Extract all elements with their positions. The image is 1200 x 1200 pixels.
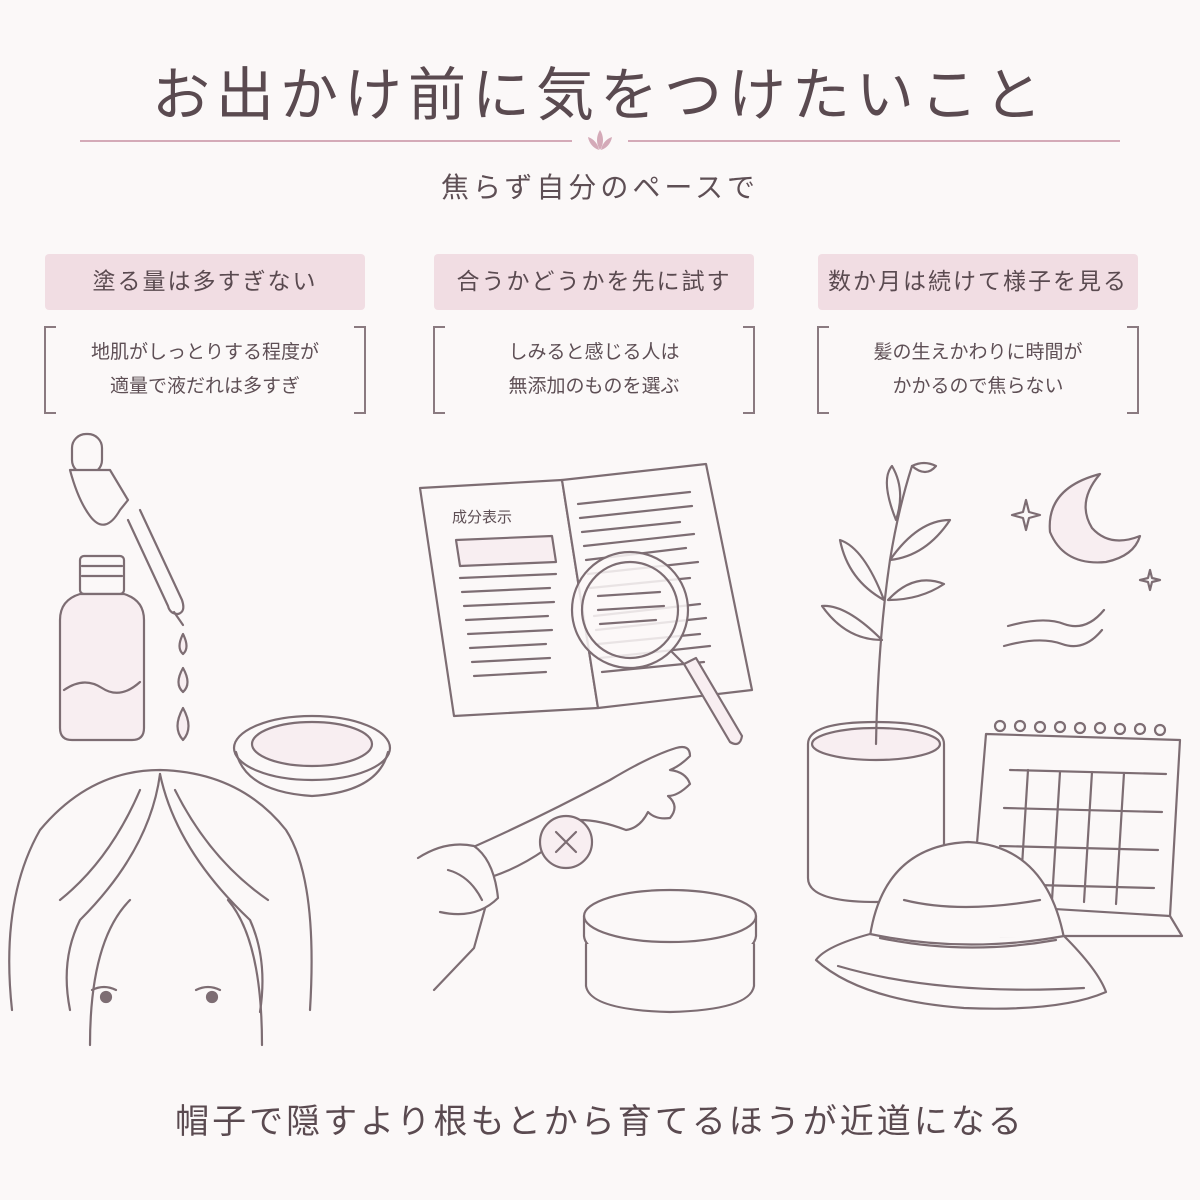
tip-note-patch-test: しみると感じる人は 無添加のものを選ぶ (433, 326, 755, 414)
dish-icon (232, 714, 392, 798)
sparkle-icon (1010, 498, 1162, 592)
tip-note-line-2: 適量で液だれは多すぎ (109, 375, 300, 397)
flower-ornament-icon (588, 130, 612, 150)
title-rule-right (628, 140, 1120, 142)
tip-note-line-1: 地肌がしっとりする程度が (90, 341, 319, 363)
bracket-left (44, 326, 56, 414)
bracket-left (433, 326, 445, 414)
bucket-hat-icon (814, 840, 1108, 1010)
moon-icon (1048, 472, 1142, 564)
page-title: お出かけ前に気をつけたいこと (151, 61, 1048, 129)
bracket-left (817, 326, 829, 414)
tip-label-amount: 塗る量は多すぎない (45, 254, 365, 310)
bracket-right (1127, 326, 1139, 414)
woman-head-icon (8, 768, 313, 1047)
tip-label-patch-test: 合うかどうかを先に試す (434, 254, 754, 310)
wind-lines-icon (1002, 608, 1106, 648)
plant-icon (806, 461, 952, 904)
booklet-heading: 成分表示 (452, 508, 512, 526)
tip-column-patch-test: 合うかどうかを先に試す しみると感じる人は 無添加のものを選ぶ (424, 254, 764, 414)
tip-column-patience: 数か月は続けて様子を見る 髪の生えかわりに時間が かかるので焦らない (808, 254, 1148, 414)
page-subtitle: 焦らず自分のペースで (440, 171, 760, 204)
illustration-area: 成分表示 (8, 432, 1184, 1047)
cream-jar-icon (582, 888, 758, 1014)
tip-note-line-1: 髪の生えかわりに時間が (873, 341, 1083, 363)
droplets-icon (176, 632, 190, 742)
tip-note-line-1: しみると感じる人は (508, 341, 680, 363)
tip-note-line-2: かかるので焦らない (892, 375, 1064, 397)
magnifier-icon (570, 550, 744, 746)
arm-patch-test-icon (416, 745, 692, 992)
title-rule-left (80, 140, 572, 142)
serum-bottle-icon (58, 554, 146, 742)
tip-note-patience: 髪の生えかわりに時間が かかるので焦らない (817, 326, 1139, 414)
bracket-right (743, 326, 755, 414)
tip-label-patience: 数か月は続けて様子を見る (818, 254, 1138, 310)
tip-column-amount: 塗る量は多すぎない 地肌がしっとりする程度が 適量で液だれは多すぎ (35, 254, 375, 414)
dropper-icon (68, 432, 185, 627)
bracket-right (354, 326, 366, 414)
tip-note-line-2: 無添加のものを選ぶ (508, 375, 680, 397)
tip-note-amount: 地肌がしっとりする程度が 適量で液だれは多すぎ (44, 326, 366, 414)
footer-message: 帽子で隠すより根もとから育てるほうが近道になる (175, 1102, 1025, 1142)
